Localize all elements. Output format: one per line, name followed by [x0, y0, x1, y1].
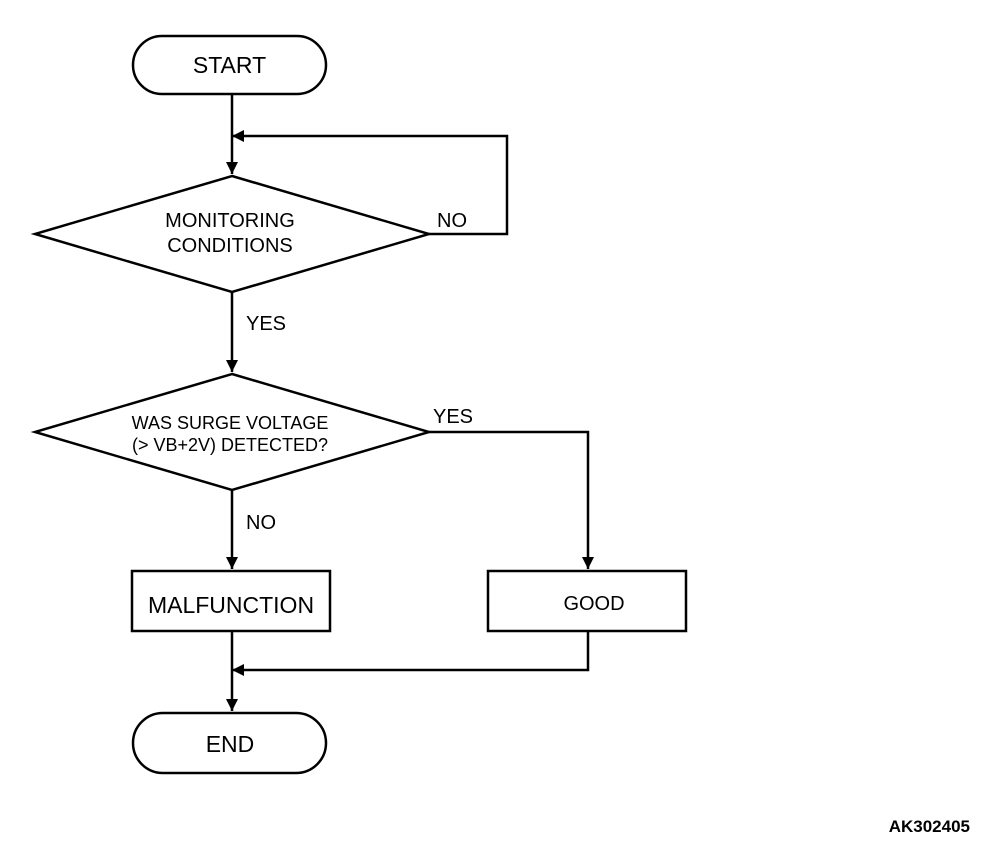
figure-code: AK302405 [889, 817, 970, 836]
good-label: GOOD [563, 593, 624, 615]
decision2-no-label: NO [246, 512, 276, 534]
start-terminal [131, 34, 328, 96]
decision1-line2: CONDITIONS [167, 235, 293, 257]
start-label: START [193, 52, 266, 78]
decision2-line2: (> VB+2V) DETECTED? [132, 435, 328, 455]
decision1-yes-label: YES [246, 313, 286, 335]
decision2-line1: WAS SURGE VOLTAGE [132, 413, 329, 433]
decision-monitoring-conditions [30, 174, 434, 294]
decision1-line1: MONITORING [165, 210, 295, 232]
malfunction-label: MALFUNCTION [148, 592, 314, 618]
decision2-yes-label: YES [433, 406, 473, 428]
connector-no-loop [232, 130, 509, 236]
connector-yes-to-good [429, 430, 594, 569]
end-terminal [131, 711, 328, 775]
end-label: END [206, 731, 255, 757]
decision1-no-label: NO [437, 210, 467, 232]
connector-good-to-merge [232, 631, 590, 676]
